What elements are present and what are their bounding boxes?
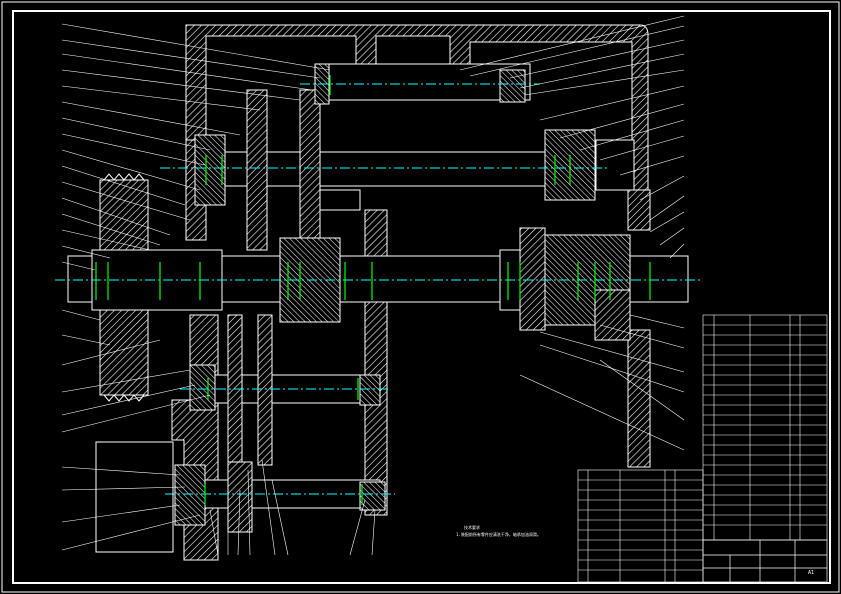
top-idler-shaft [300, 63, 540, 105]
title-block [702, 539, 828, 583]
v-belt-pulley [99, 173, 149, 402]
upper-shaft [160, 89, 610, 251]
leader-lines-right [459, 15, 685, 451]
bearing-markers [95, 75, 651, 505]
parts-list-table-2 [577, 469, 704, 583]
lower-shaft-1 [180, 314, 390, 466]
parts-list-table [702, 314, 828, 541]
sheet-number: A1 [808, 570, 815, 576]
leader-lines-bottom [209, 459, 376, 556]
leader-lines-left [61, 23, 331, 551]
tech-requirements-body: 1.装配前所有零件应清洗干净，轴承加油润滑。 [456, 532, 541, 537]
tech-requirements-title: 技术要求 [464, 525, 480, 530]
lower-shaft-2 [165, 461, 395, 533]
main-shaft [55, 227, 700, 341]
motor-box [95, 441, 174, 553]
